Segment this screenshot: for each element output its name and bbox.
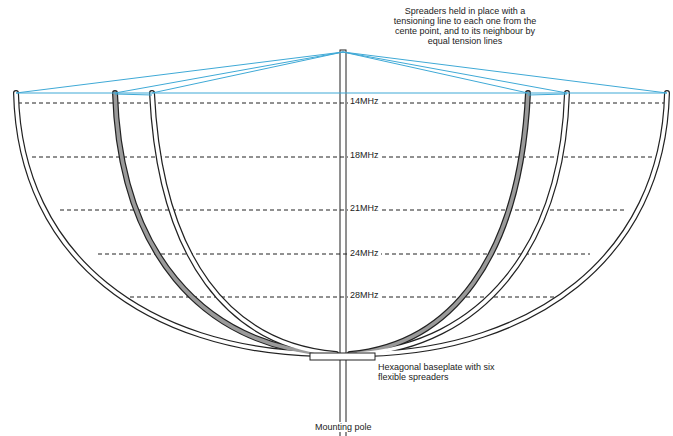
band-label: 18MHz (348, 150, 381, 160)
mast (340, 50, 346, 436)
baseplate-label: Hexagonal baseplate with six flexible sp… (376, 362, 498, 382)
band-label: 21MHz (348, 203, 381, 213)
band-label: 14MHz (348, 96, 381, 106)
tension-lines (16, 52, 667, 95)
band-label: 28MHz (348, 290, 381, 300)
pole-label: Mounting pole (313, 422, 374, 432)
note-text: Spreaders held in place with a tensionin… (388, 6, 542, 46)
baseplate (310, 353, 375, 360)
spreaders (16, 93, 667, 354)
band-label: 24MHz (348, 248, 381, 258)
